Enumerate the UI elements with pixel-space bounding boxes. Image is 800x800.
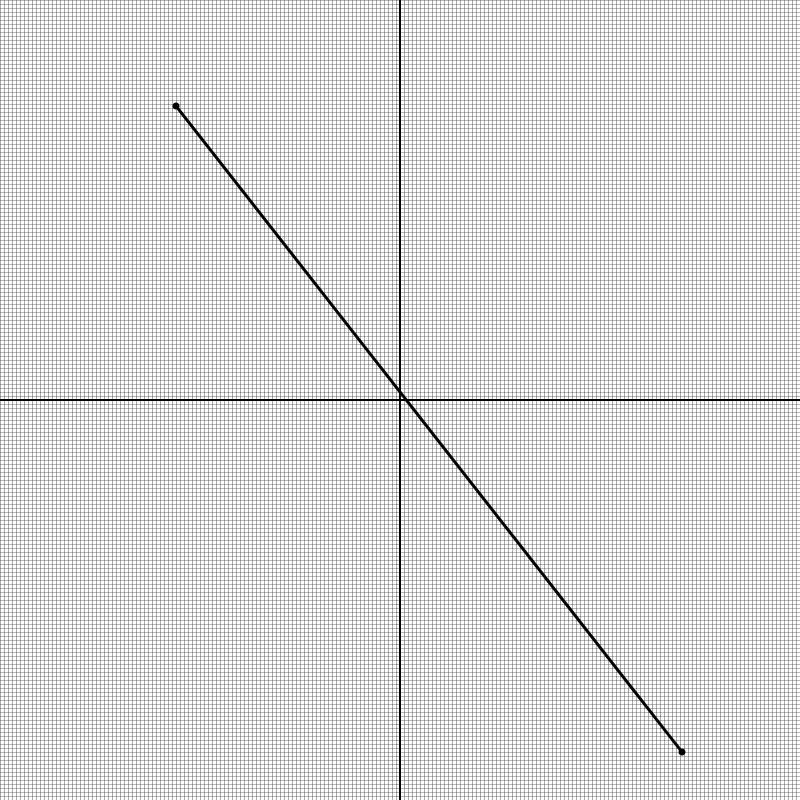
segment-end-point [678,748,686,756]
line-segment [174,104,684,754]
line-segment-group [172,102,686,756]
segment-start-point [172,102,180,110]
